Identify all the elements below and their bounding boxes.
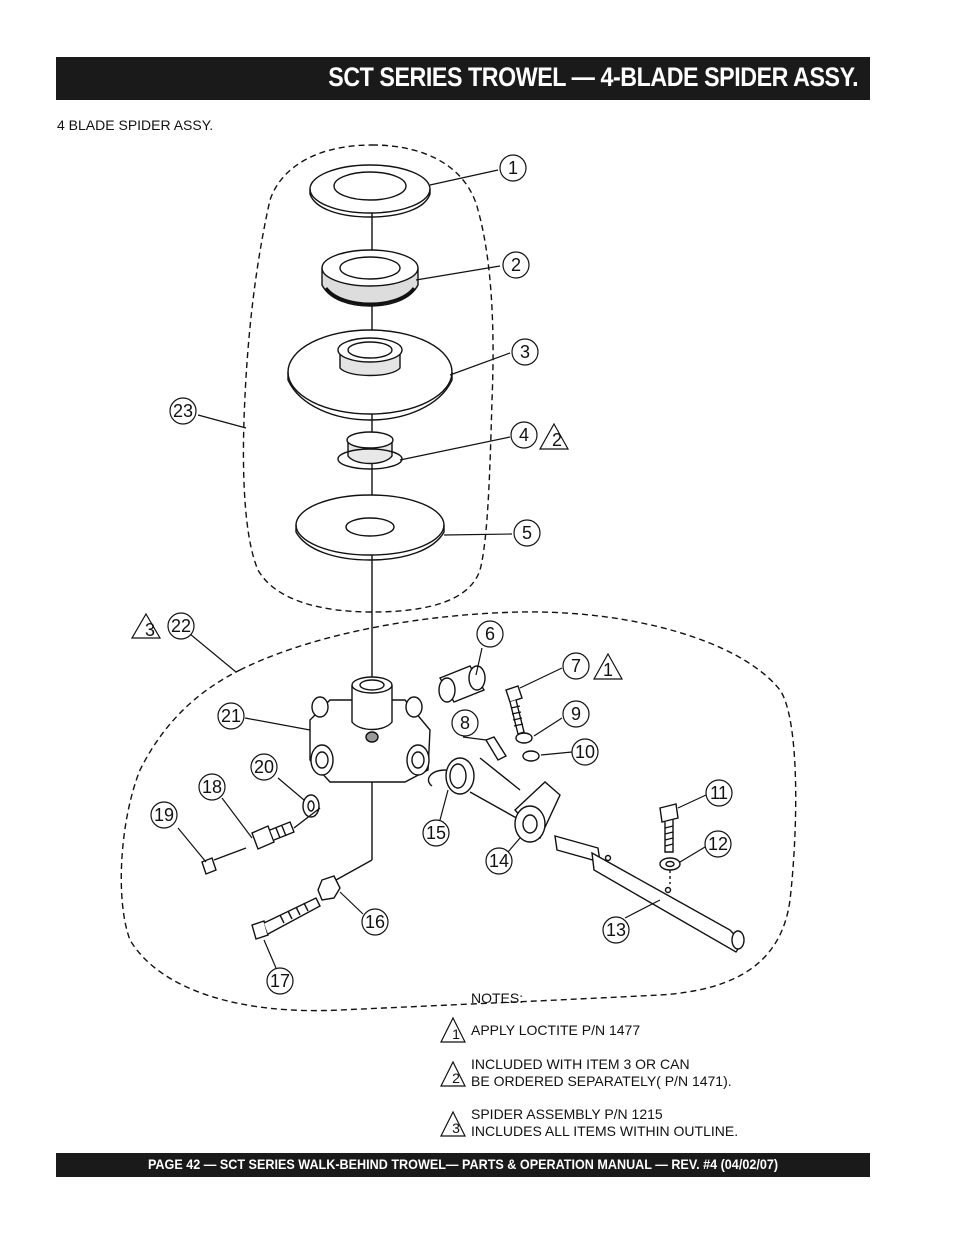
callout-2-label: 2 [511, 255, 521, 275]
warning-triangle-3: 3 [130, 612, 162, 640]
callout-11: 11 [705, 779, 733, 807]
callout-7-label: 7 [571, 656, 581, 676]
part-9-nut [515, 732, 533, 744]
callout-18: 18 [198, 773, 226, 801]
callout-21-label: 21 [221, 706, 241, 726]
callouts: 1 2 3 4 5 6 7 8 9 10 11 12 13 14 15 16 1… [150, 154, 733, 995]
callout-9-label: 9 [571, 704, 581, 724]
part-21-spider-hub [309, 676, 431, 783]
note-2-text-line-2: BE ORDERED SEPARATELY( P/N 1471). [471, 1073, 732, 1089]
callout-12-label: 12 [708, 834, 728, 854]
callout-22: 22 [167, 612, 195, 640]
part-6-sleeve [438, 665, 486, 703]
callout-12: 12 [704, 830, 732, 858]
callout-13: 13 [602, 916, 630, 944]
callout-18-label: 18 [202, 777, 222, 797]
callout-5: 5 [513, 519, 541, 547]
outline-23 [242, 144, 494, 613]
callout-2: 2 [502, 251, 530, 279]
outline-22 [120, 611, 797, 1012]
callout-8-label: 8 [460, 713, 470, 733]
callout-10: 10 [571, 738, 599, 766]
part-14-arm [514, 781, 561, 843]
note-3-text-line-1: SPIDER ASSEMBLY P/N 1215 [471, 1106, 663, 1122]
callout-13-label: 13 [606, 920, 626, 940]
footer-text: PAGE 42 — SCT SERIES WALK-BEHIND TROWEL—… [147, 1156, 779, 1172]
note-2-symbol: 2 [452, 1070, 460, 1086]
note-3-text-line-2: INCLUDES ALL ITEMS WITHIN OUTLINE. [471, 1123, 739, 1139]
warning-triangle-2-label: 2 [552, 430, 562, 450]
warning-triangle-1: 1 [592, 652, 624, 680]
part-7-bolt [505, 685, 525, 735]
header-bar: SCT SERIES TROWEL — 4-BLADE SPIDER ASSY. [56, 57, 870, 100]
part-8-pin [484, 736, 508, 761]
part-12-washer [659, 857, 681, 871]
callout-8: 8 [451, 709, 479, 737]
callout-9: 9 [562, 700, 590, 728]
notes-heading: NOTES: [471, 990, 524, 1006]
note-2-text-line-1: INCLUDED WITH ITEM 3 OR CAN [471, 1056, 690, 1072]
callout-15-label: 15 [426, 823, 446, 843]
callout-16-label: 16 [365, 912, 385, 932]
callout-1: 1 [499, 154, 527, 182]
note-3-warning-icon: 3 [440, 1110, 466, 1137]
note-1-symbol: 1 [452, 1026, 460, 1042]
part-17-bolt [251, 897, 321, 940]
callout-19: 19 [150, 801, 178, 829]
callout-4: 4 [510, 421, 538, 449]
warning-triangle-2: 2 [538, 422, 570, 450]
diagram-subtitle: 4 BLADE SPIDER ASSY. [57, 117, 214, 133]
callout-5-label: 5 [522, 523, 532, 543]
footer-bar: PAGE 42 — SCT SERIES WALK-BEHIND TROWEL—… [56, 1153, 870, 1177]
warning-triangle-3-label: 3 [145, 620, 155, 640]
callout-20: 20 [250, 753, 278, 781]
part-20-washer [302, 794, 320, 818]
callout-3: 3 [511, 338, 539, 366]
callout-4-label: 4 [519, 425, 529, 445]
callout-1-label: 1 [508, 158, 518, 178]
part-18-fitting [251, 821, 295, 850]
part-10-washer [522, 750, 540, 762]
callout-3-label: 3 [520, 342, 530, 362]
part-13-blade-arm [554, 835, 745, 953]
callout-15: 15 [422, 819, 450, 847]
page-title: SCT SERIES TROWEL — 4-BLADE SPIDER ASSY. [328, 62, 858, 92]
callout-17: 17 [266, 967, 294, 995]
part-15-spring [427, 757, 475, 795]
callout-6-label: 6 [485, 624, 495, 644]
callout-10-label: 10 [575, 742, 595, 762]
note-2-warning-icon: 2 [440, 1060, 466, 1087]
callout-14-label: 14 [489, 851, 509, 871]
callout-21: 21 [217, 702, 245, 730]
part-16-nut [317, 875, 341, 901]
callout-19-label: 19 [154, 805, 174, 825]
callout-16: 16 [361, 908, 389, 936]
note-1-text: APPLY LOCTITE P/N 1477 [471, 1022, 641, 1038]
callout-17-label: 17 [270, 971, 290, 991]
callout-6: 6 [476, 620, 504, 648]
callout-22-label: 22 [171, 616, 191, 636]
note-1-warning-icon: 1 [440, 1016, 466, 1043]
part-11-bolt [659, 803, 679, 853]
callout-11-label: 11 [710, 783, 728, 803]
note-3-symbol: 3 [452, 1120, 460, 1136]
callout-20-label: 20 [254, 757, 274, 777]
warning-triangles: 2 1 3 [130, 422, 624, 680]
warning-triangle-1-label: 1 [603, 660, 613, 680]
callout-23: 23 [169, 397, 197, 425]
callout-7: 7 [562, 652, 590, 680]
callout-23-label: 23 [173, 401, 193, 421]
callout-14: 14 [485, 847, 513, 875]
